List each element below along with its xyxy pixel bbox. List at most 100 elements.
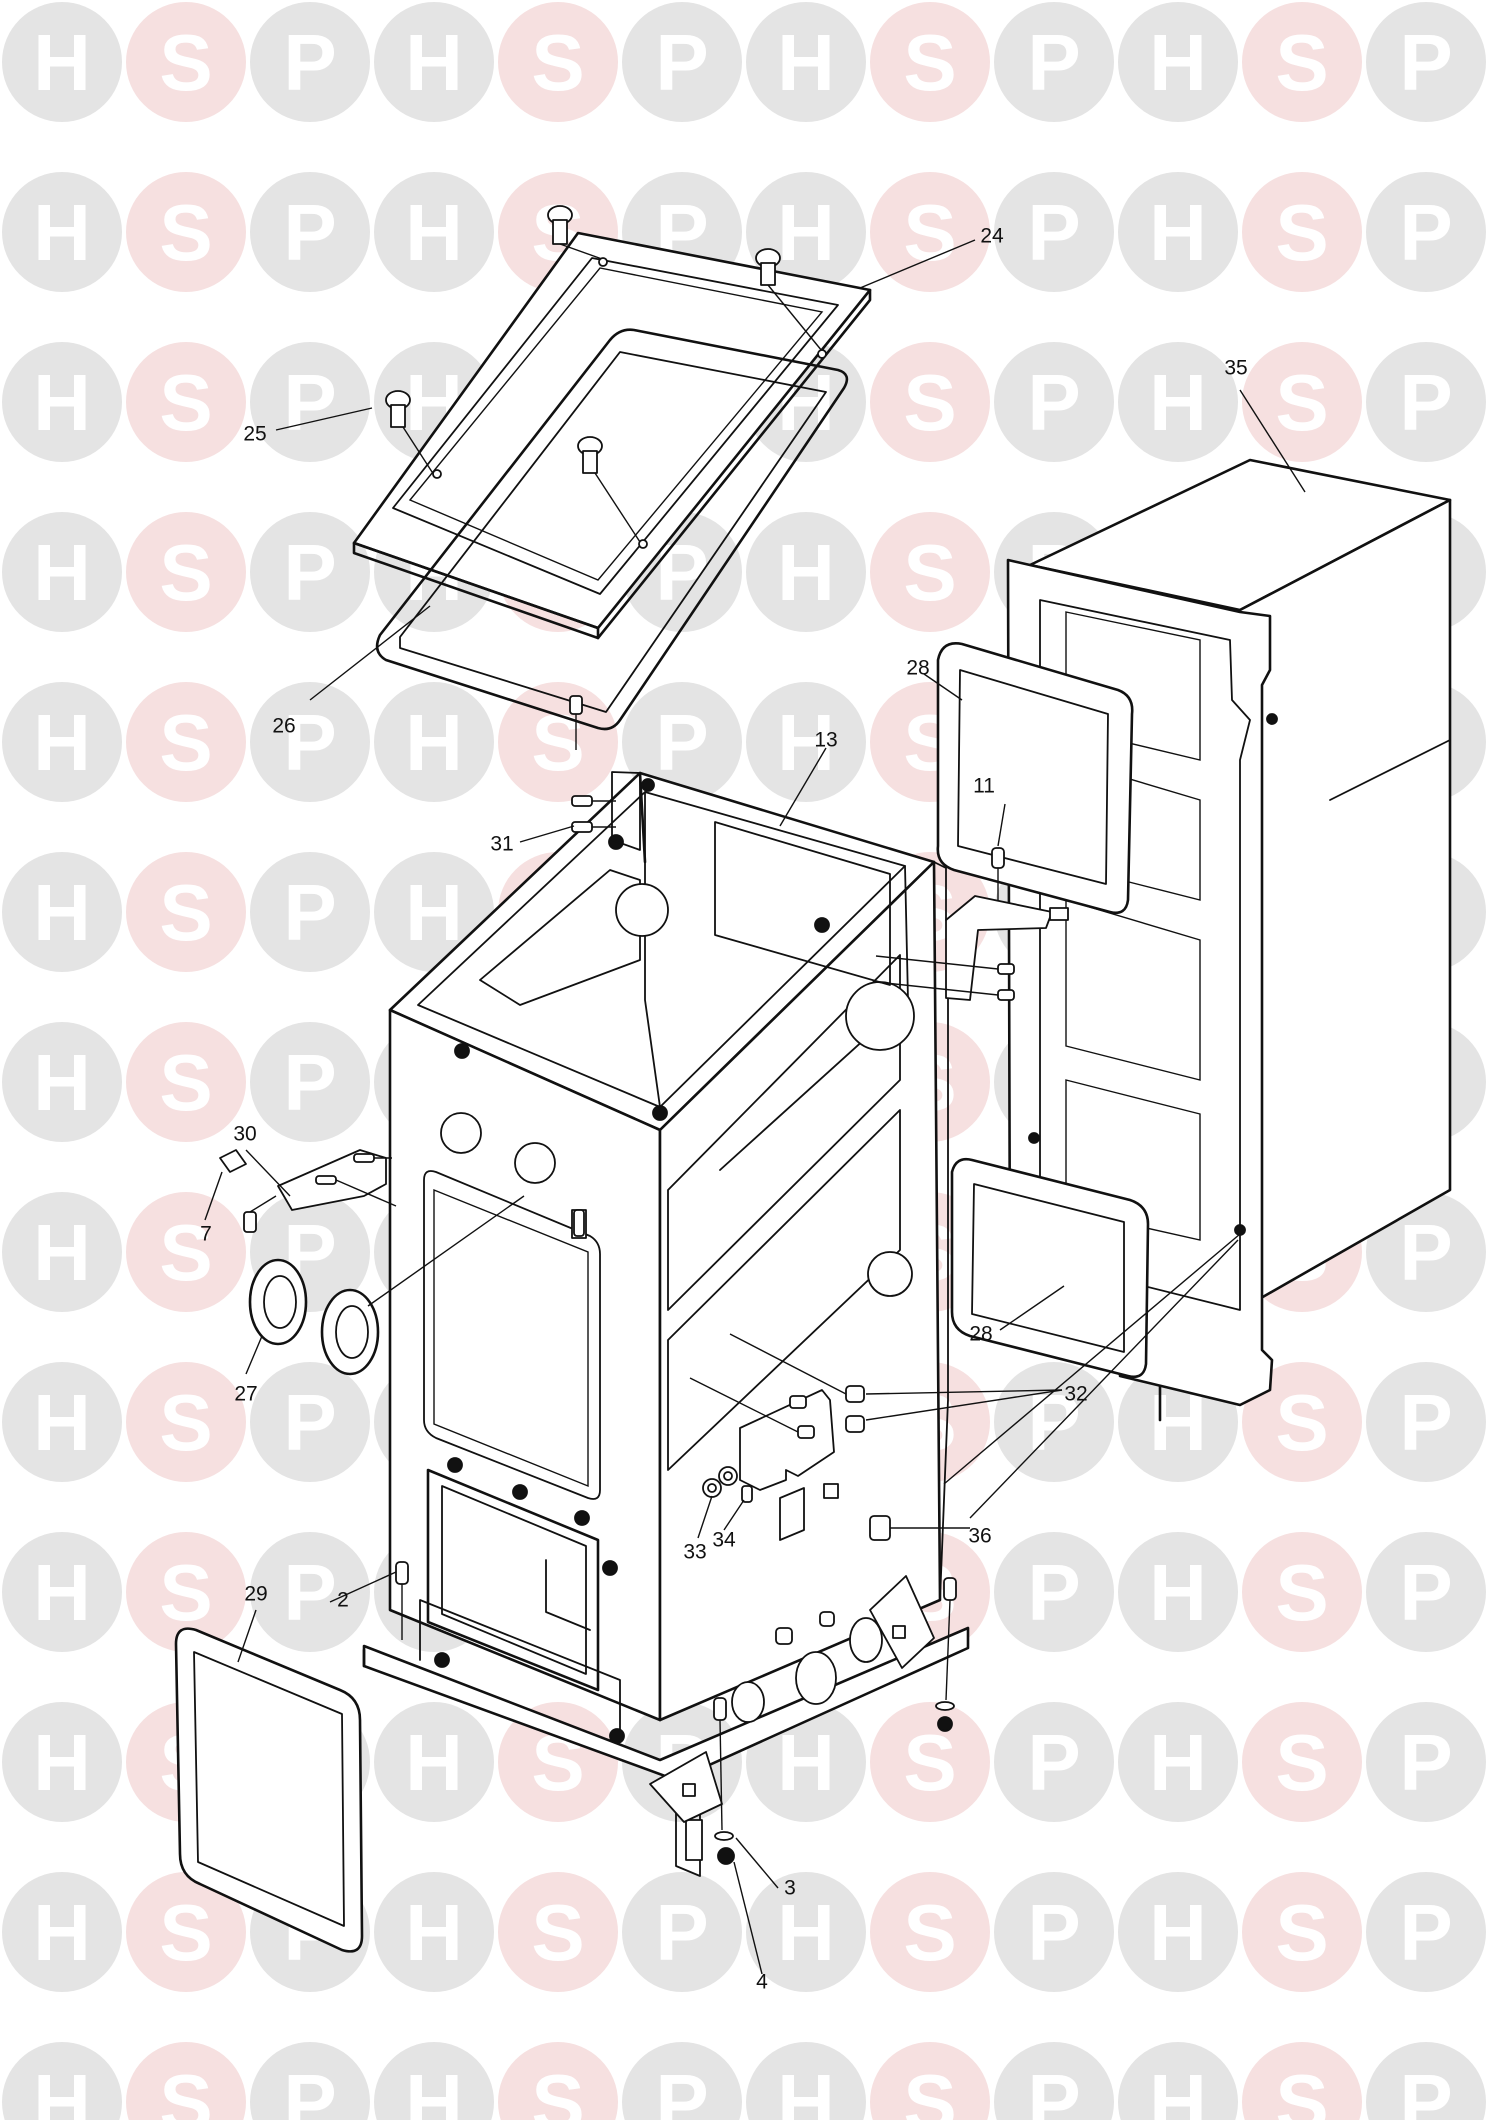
- watermark-p-circle: P: [250, 682, 370, 802]
- svg-text:H: H: [33, 868, 91, 957]
- watermark-h-circle: H: [1118, 172, 1238, 292]
- svg-text:P: P: [1027, 18, 1080, 107]
- watermark-s-circle: S: [870, 1702, 990, 1822]
- callout-3: 3: [784, 1876, 796, 1900]
- svg-text:H: H: [33, 1208, 91, 1297]
- callout-33: 33: [683, 1540, 707, 1564]
- watermark-h-circle: H: [374, 1702, 494, 1822]
- part-11-bracket: [875, 847, 1069, 1001]
- callout-26: 26: [272, 714, 296, 738]
- svg-text:H: H: [405, 1718, 463, 1807]
- svg-text:H: H: [777, 18, 835, 107]
- svg-text:H: H: [33, 1888, 91, 1977]
- callout-35: 35: [1224, 356, 1248, 380]
- svg-text:S: S: [159, 18, 212, 107]
- part-36-bolt: [869, 1515, 970, 1541]
- watermark-s-circle: S: [870, 1872, 990, 1992]
- svg-text:S: S: [159, 1888, 212, 1977]
- svg-text:P: P: [1399, 188, 1452, 277]
- callout-2: 2: [337, 1588, 349, 1612]
- svg-text:S: S: [903, 528, 956, 617]
- svg-text:H: H: [33, 1548, 91, 1637]
- svg-text:P: P: [283, 1378, 336, 1467]
- watermark-s-circle: S: [126, 1872, 246, 1992]
- svg-text:H: H: [405, 868, 463, 957]
- svg-text:S: S: [531, 18, 584, 107]
- watermark-h-circle: H: [746, 512, 866, 632]
- svg-text:S: S: [159, 1378, 212, 1467]
- part-2-stud: [395, 1561, 957, 1831]
- callout-31: 31: [490, 832, 514, 856]
- svg-text:S: S: [159, 698, 212, 787]
- svg-text:S: S: [1275, 2058, 1328, 2120]
- watermark-s-circle: S: [1242, 1532, 1362, 1652]
- part-28-gasket-upper: [936, 642, 1134, 915]
- svg-text:P: P: [283, 358, 336, 447]
- svg-text:P: P: [283, 698, 336, 787]
- svg-text:H: H: [1149, 1548, 1207, 1637]
- watermark-s-circle: S: [870, 512, 990, 632]
- part-3-washer: [714, 1701, 955, 1841]
- svg-text:H: H: [405, 698, 463, 787]
- callout-13: 13: [814, 728, 838, 752]
- callout-34: 34: [712, 1528, 736, 1552]
- callout-36: 36: [968, 1524, 992, 1548]
- svg-text:P: P: [1399, 18, 1452, 107]
- svg-text:H: H: [33, 1718, 91, 1807]
- svg-text:P: P: [1399, 1378, 1452, 1467]
- watermark-h-circle: H: [1118, 342, 1238, 462]
- watermark-p-circle: P: [1366, 1532, 1486, 1652]
- svg-text:P: P: [655, 18, 708, 107]
- watermark-p-circle: P: [250, 2, 370, 122]
- svg-text:S: S: [1275, 18, 1328, 107]
- svg-text:P: P: [1399, 1208, 1452, 1297]
- watermark-h-circle: H: [746, 682, 866, 802]
- svg-text:H: H: [33, 188, 91, 277]
- part-30-bracket: [243, 1149, 397, 1233]
- watermark-h-circle: H: [2, 1872, 122, 1992]
- svg-text:S: S: [903, 2058, 956, 2120]
- watermark-s-circle: S: [1242, 342, 1362, 462]
- watermark-p-circle: P: [250, 852, 370, 972]
- svg-text:P: P: [1399, 2058, 1452, 2120]
- svg-text:S: S: [903, 1718, 956, 1807]
- svg-text:H: H: [1149, 18, 1207, 107]
- svg-text:H: H: [33, 1378, 91, 1467]
- watermark-h-circle: H: [2, 682, 122, 802]
- watermark-p-circle: P: [622, 2, 742, 122]
- watermark-p-circle: P: [622, 1872, 742, 1992]
- watermark-s-circle: S: [126, 342, 246, 462]
- callout-leaders: [204, 239, 1306, 1975]
- watermark-s-circle: S: [870, 2, 990, 122]
- svg-text:H: H: [1149, 1888, 1207, 1977]
- watermark-p-circle: P: [994, 1872, 1114, 1992]
- watermark-h-circle: H: [746, 1872, 866, 1992]
- part-26-top-seal: [375, 328, 849, 731]
- svg-text:S: S: [159, 188, 212, 277]
- watermark-s-circle: S: [126, 2042, 246, 2120]
- svg-text:P: P: [655, 2058, 708, 2120]
- svg-text:P: P: [1027, 1378, 1080, 1467]
- svg-text:H: H: [33, 698, 91, 787]
- svg-text:H: H: [405, 18, 463, 107]
- watermark-h-circle: H: [2, 172, 122, 292]
- svg-text:S: S: [1275, 1548, 1328, 1637]
- watermark-h-circle: H: [374, 2042, 494, 2120]
- watermark-h-circle: H: [2, 852, 122, 972]
- watermark-p-circle: P: [1366, 2042, 1486, 2120]
- svg-text:P: P: [1027, 1548, 1080, 1637]
- svg-text:H: H: [33, 2058, 91, 2120]
- watermark-s-circle: S: [870, 172, 990, 292]
- svg-text:H: H: [1149, 1718, 1207, 1807]
- watermark-h-circle: H: [746, 2, 866, 122]
- watermark-h-circle: H: [374, 682, 494, 802]
- watermark-p-circle: P: [250, 172, 370, 292]
- watermark-s-circle: S: [126, 682, 246, 802]
- watermark-s-circle: S: [126, 1022, 246, 1142]
- svg-text:H: H: [777, 528, 835, 617]
- watermark-s-circle: S: [498, 2042, 618, 2120]
- svg-text:S: S: [1275, 188, 1328, 277]
- svg-text:P: P: [283, 528, 336, 617]
- svg-text:S: S: [903, 358, 956, 447]
